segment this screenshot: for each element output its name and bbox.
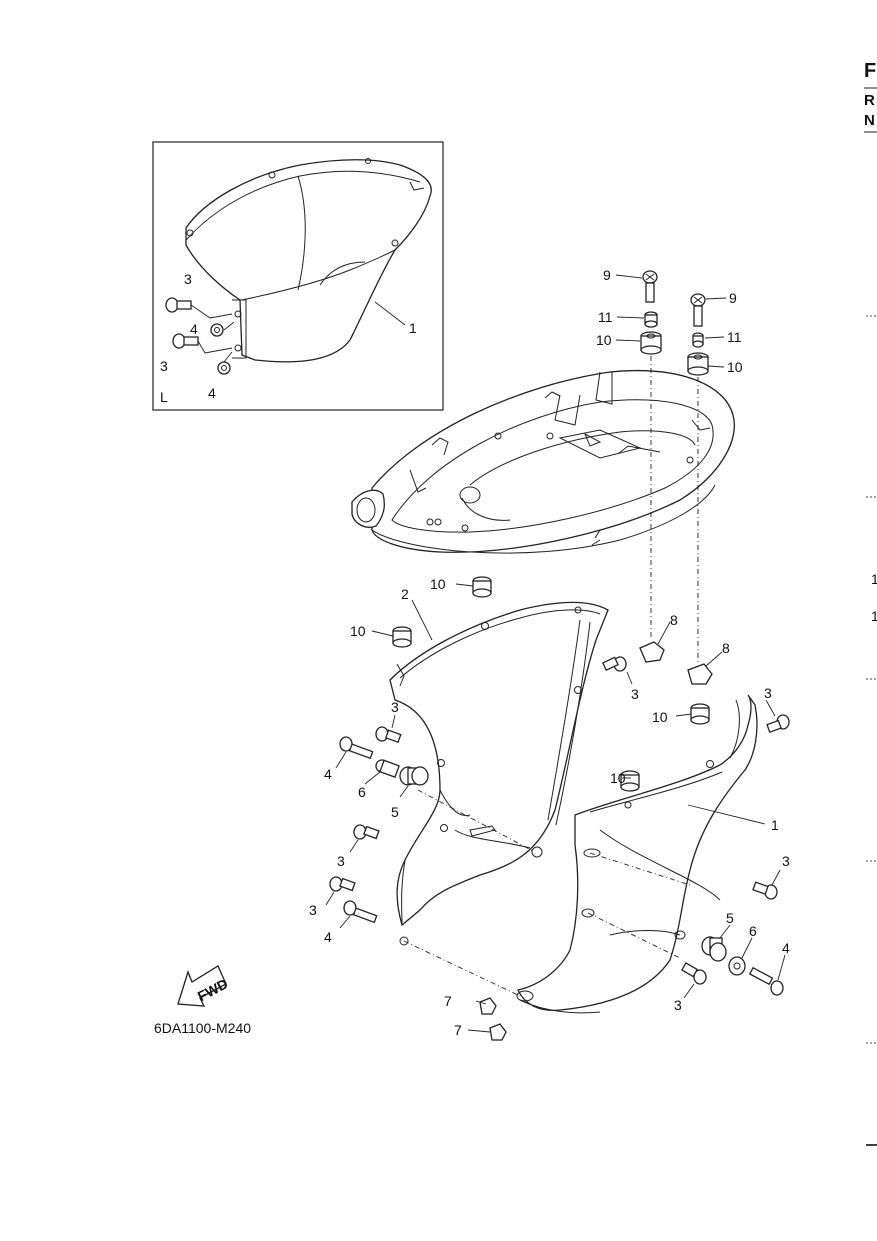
damper-5-icon bbox=[399, 766, 429, 786]
bolt-4-icon bbox=[343, 900, 378, 924]
lower-cowling-starboard bbox=[516, 694, 758, 1014]
callout-10: 10 bbox=[727, 359, 743, 375]
callout-8: 8 bbox=[670, 612, 678, 628]
callout-5: 5 bbox=[391, 804, 399, 820]
callout-9: 9 bbox=[729, 290, 737, 306]
bolt-3-icon bbox=[353, 824, 380, 840]
inset-callout-4: 4 bbox=[208, 385, 216, 401]
clip-8-icon bbox=[687, 663, 713, 685]
callout-3: 3 bbox=[309, 902, 317, 918]
bolt-3-icon bbox=[681, 962, 707, 985]
bolt-4-icon bbox=[748, 966, 784, 996]
callout-8: 8 bbox=[722, 640, 730, 656]
margin-mark: 1 bbox=[871, 571, 877, 587]
callout-3: 3 bbox=[764, 685, 772, 701]
bottom-cowling-tray bbox=[351, 369, 735, 554]
lower-cowling-port bbox=[389, 601, 609, 946]
bolt-3-icon bbox=[602, 656, 627, 672]
bolt-3-icon bbox=[752, 881, 778, 900]
callout-10: 10 bbox=[652, 709, 668, 725]
bolt-3-icon bbox=[766, 714, 790, 733]
inset-nut-icon bbox=[210, 323, 224, 337]
inset-bolt-icon bbox=[172, 333, 199, 349]
callout-9: 9 bbox=[603, 267, 611, 283]
margin-ticks: 1 1 bbox=[866, 315, 877, 1146]
grommet-10-icon bbox=[472, 576, 492, 598]
figure-code: 6DA1100-M240 bbox=[154, 1020, 251, 1036]
callout-7: 7 bbox=[444, 993, 452, 1009]
collar-11-icon bbox=[644, 311, 658, 328]
callout-5: 5 bbox=[726, 910, 734, 926]
callout-7: 7 bbox=[454, 1022, 462, 1038]
header-letter-n: N bbox=[864, 112, 875, 129]
header-letter-r: R bbox=[864, 92, 875, 109]
inset-bolt-icon bbox=[165, 297, 192, 313]
bolt-3-icon bbox=[375, 726, 402, 744]
bolt-9-icon bbox=[690, 293, 706, 327]
upper-hardware: 9 11 10 9 11 10 bbox=[596, 267, 743, 376]
callout-10: 10 bbox=[430, 576, 446, 592]
damper-5-icon bbox=[701, 936, 727, 962]
callout-10: 10 bbox=[610, 770, 626, 786]
inset-nut-icon bbox=[217, 361, 231, 375]
callout-3: 3 bbox=[674, 997, 682, 1013]
bolt-3-icon bbox=[329, 876, 356, 892]
hardware bbox=[329, 576, 790, 1041]
grommet-10-icon bbox=[392, 626, 412, 648]
callout-2: 2 bbox=[401, 586, 409, 602]
collar-11-icon bbox=[692, 332, 704, 348]
header-block: F R N bbox=[864, 60, 877, 133]
callout-10: 10 bbox=[350, 623, 366, 639]
inset-callout-3: 3 bbox=[160, 358, 168, 374]
callout-3: 3 bbox=[337, 853, 345, 869]
callout-6: 6 bbox=[749, 923, 757, 939]
bolt-4-icon bbox=[339, 736, 374, 760]
margin-mark: 1 bbox=[871, 608, 877, 624]
inset-callout-4: 4 bbox=[190, 321, 198, 337]
callout-3: 3 bbox=[782, 853, 790, 869]
main-callouts: 10 2 10 8 3 8 3 10 3 4 6 5 10 1 3 3 3 4 … bbox=[309, 576, 790, 1038]
callout-3: 3 bbox=[631, 686, 639, 702]
callout-4: 4 bbox=[324, 766, 332, 782]
collar-6-icon bbox=[375, 759, 400, 778]
inset-cowling bbox=[185, 159, 432, 363]
fwd-arrow-icon: FWD bbox=[177, 965, 230, 1007]
callout-4: 4 bbox=[782, 940, 790, 956]
callout-11: 11 bbox=[598, 309, 613, 325]
callout-6: 6 bbox=[358, 784, 366, 800]
nut-7-icon bbox=[479, 997, 497, 1015]
inset-left-view: 3 4 3 4 1 L bbox=[152, 141, 444, 411]
grommet-10-icon bbox=[640, 331, 662, 355]
callout-3: 3 bbox=[391, 699, 399, 715]
callout-4: 4 bbox=[324, 929, 332, 945]
callout-1: 1 bbox=[771, 817, 779, 833]
inset-callout-1: 1 bbox=[409, 320, 417, 336]
nut-7-icon bbox=[489, 1023, 507, 1041]
header-letter-f: F bbox=[864, 60, 876, 82]
bolt-9-icon bbox=[642, 270, 658, 303]
inset-callout-3: 3 bbox=[184, 271, 192, 287]
callout-11: 11 bbox=[727, 329, 742, 345]
leader-lines bbox=[325, 583, 786, 1033]
grommet-10-icon bbox=[690, 703, 710, 725]
callout-10: 10 bbox=[596, 332, 612, 348]
clip-8-icon bbox=[639, 641, 665, 663]
collar-6-icon bbox=[728, 956, 746, 976]
grommet-10-icon bbox=[687, 352, 709, 376]
inset-view-label: L bbox=[160, 389, 168, 405]
